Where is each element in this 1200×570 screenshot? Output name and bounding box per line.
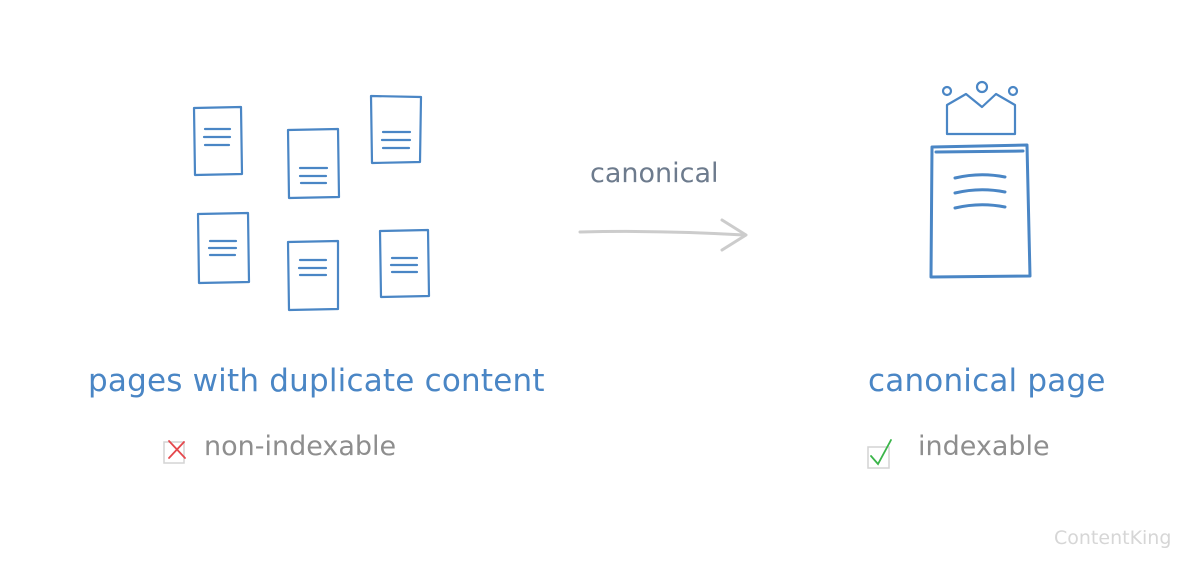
- brand-watermark: ContentKing: [1054, 527, 1172, 549]
- duplicate-page-icon: [192, 105, 244, 177]
- duplicate-page-icon: [286, 127, 341, 200]
- duplicate-page-icon: [378, 228, 431, 299]
- duplicate-pages-heading: pages with duplicate content: [88, 363, 545, 399]
- indexable-label: indexable: [918, 431, 1050, 462]
- duplicate-page-icon: [286, 239, 340, 312]
- green-check-checkbox-icon: [867, 439, 892, 469]
- non-indexable-label: non-indexable: [204, 431, 397, 462]
- red-x-checkbox-icon: [163, 440, 186, 464]
- canonical-page-heading: canonical page: [868, 363, 1106, 399]
- crown-icon: [941, 80, 1019, 136]
- canonical-page-icon: [929, 143, 1032, 279]
- duplicate-page-icon: [196, 211, 251, 285]
- right-arrow-icon: [578, 218, 748, 252]
- duplicate-page-icon: [369, 94, 423, 165]
- canonical-arrow-label: canonical: [590, 158, 719, 189]
